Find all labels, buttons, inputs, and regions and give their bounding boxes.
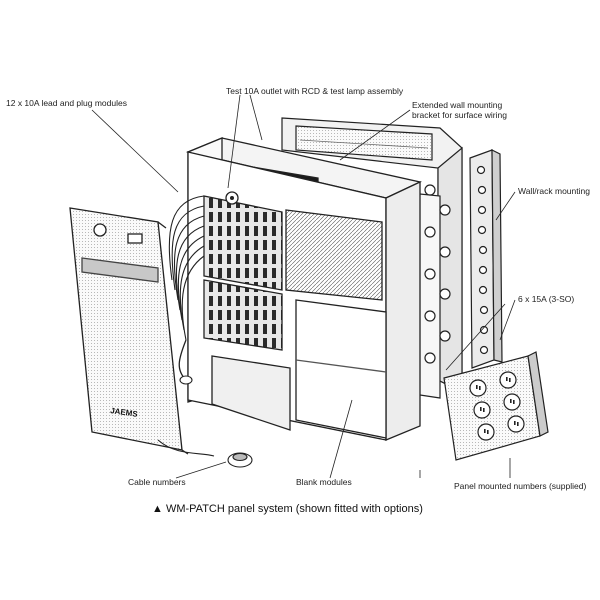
door-logo: JAEMS (110, 406, 139, 419)
leader-lines (91, 94, 516, 479)
outlet-panel (443, 351, 549, 461)
cabinet-interior (285, 209, 383, 301)
label-outlets-count: 6 x 15A (3-SO) (518, 294, 575, 304)
caption-text: WM-PATCH panel system (shown fitted with… (165, 503, 423, 515)
module-grille-upper (203, 195, 283, 291)
label-panel-mounted-numbers: Panel mounted numbers (supplied) (454, 481, 587, 491)
rack-mounting-rail (469, 149, 503, 369)
figure-caption: ▲ WM-PATCH panel system (shown fitted wi… (152, 503, 423, 515)
rail-holes (476, 165, 489, 355)
blank-modules (295, 299, 387, 439)
door-lock-icon (93, 223, 107, 237)
label-wall-rack-mounting: Wall/rack mounting (518, 186, 590, 196)
label-extended-bracket: Extended wall mounting bracket for surfa… (412, 100, 507, 121)
caption-marker-icon: ▲ (152, 503, 163, 515)
door-window (127, 233, 143, 244)
module-grille-lower (203, 279, 283, 351)
bracket-knockouts (424, 184, 451, 364)
label-lead-plug-modules: 12 x 10A lead and plug modules (6, 98, 127, 108)
label-blank-modules: Blank modules (296, 477, 352, 487)
cable-number-plug (157, 439, 253, 468)
outlet-sockets (469, 371, 525, 441)
plug-end (179, 375, 193, 385)
lead-plug-cables (168, 195, 205, 385)
cabinet-body (185, 137, 422, 441)
label-cable-numbers: Cable numbers (128, 477, 186, 487)
label-test-outlet: Test 10A outlet with RCD & test lamp ass… (226, 86, 404, 96)
